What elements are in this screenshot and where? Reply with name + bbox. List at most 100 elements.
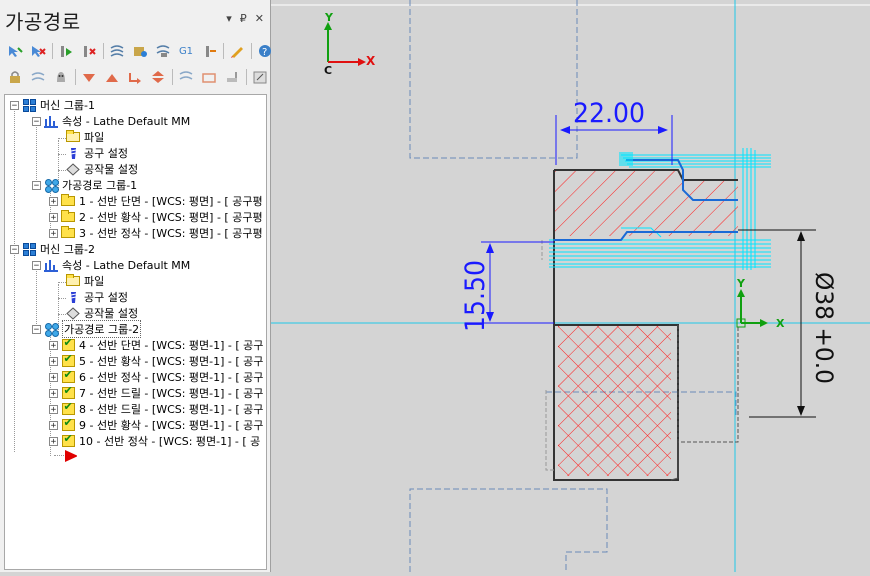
folder-icon — [66, 274, 80, 288]
post-selected-icon[interactable] — [198, 41, 220, 61]
toolpath-group-icon — [44, 178, 59, 193]
operation-7-label: 7 - 선반 드릴 - [WCS: 평면-1] - [ 공구 — [79, 387, 264, 400]
collapse-toggle[interactable]: − — [10, 100, 19, 111]
upper-profile — [554, 169, 738, 181]
svg-text:?: ? — [262, 47, 267, 58]
operation-7[interactable]: + 7 - 선반 드릴 - [WCS: 평면-1] - [ 공구 — [49, 384, 264, 401]
properties-1-label: 속성 - Lathe Default MM — [62, 115, 191, 128]
expand-toggle[interactable]: + — [49, 356, 58, 367]
operation-selected-icon — [61, 352, 75, 368]
cad-drawing: 22.00 15.50 Ø38 +0.0 X Y — [271, 0, 870, 572]
operation-2-label: 2 - 선반 황삭 - [WCS: 평면] - [ 공구평 — [79, 211, 263, 224]
toolpath-profile — [554, 159, 738, 241]
toolpath-group-2[interactable]: − 가공경로 그룹-2 — [32, 320, 142, 338]
stock-setup-1[interactable]: 공작물 설정 — [66, 161, 138, 177]
toggle-post-icon[interactable] — [50, 67, 72, 87]
insert-after-icon[interactable] — [124, 67, 146, 87]
expand-toggle[interactable]: + — [49, 404, 58, 415]
toolpath-manager-panel: 가공경로 ▾ ₽ ✕ G1 ? — [0, 0, 271, 572]
scroll-insert-icon[interactable] — [147, 67, 169, 87]
collapse-toggle[interactable]: − — [32, 180, 41, 191]
machine-group-2-label: 머신 그룹-2 — [40, 243, 95, 256]
operation-5[interactable]: + 5 - 선반 황삭 - [WCS: 평면-1] - [ 공구 — [49, 352, 263, 369]
expand-toggle[interactable]: + — [49, 388, 58, 399]
verify-icon[interactable] — [129, 41, 151, 61]
graphics-viewport[interactable]: 22.00 15.50 Ø38 +0.0 X Y — [271, 0, 870, 572]
select-all-icon[interactable] — [4, 41, 26, 61]
axis-x-label: X — [366, 54, 376, 68]
backplot-icon[interactable] — [106, 41, 128, 61]
properties-icon — [44, 259, 58, 272]
collapse-toggle[interactable]: − — [32, 116, 41, 127]
stock-icon — [66, 306, 80, 320]
regenerate-dirty-icon[interactable] — [78, 41, 100, 61]
edit-params-icon[interactable] — [226, 41, 248, 61]
operation-1-label: 1 - 선반 단면 - [WCS: 평면] - [ 공구평 — [79, 195, 263, 208]
properties-1[interactable]: − 속성 - Lathe Default MM — [32, 113, 190, 129]
collapse-toggle[interactable]: − — [10, 244, 19, 255]
machine-group-2[interactable]: − 머신 그룹-2 — [10, 241, 95, 257]
operation-9[interactable]: + 9 - 선반 황삭 - [WCS: 평면-1] - [ 공구 — [49, 416, 263, 433]
stock-icon — [66, 162, 80, 176]
toolpath-group-icon — [44, 322, 59, 337]
toolpath-group-2-label: 가공경로 그룹-2 — [62, 320, 142, 338]
manage-icon[interactable] — [249, 67, 271, 87]
stock-boundary — [541, 240, 554, 471]
properties-icon — [44, 115, 58, 128]
operation-6[interactable]: + 6 - 선반 정삭 - [WCS: 평면-1] - [ 공구 — [49, 368, 263, 385]
move-down-icon[interactable] — [78, 67, 100, 87]
deselect-all-icon[interactable] — [27, 41, 49, 61]
expand-toggle[interactable]: + — [49, 340, 58, 351]
files-2[interactable]: 파일 — [66, 273, 104, 289]
expand-toggle[interactable]: + — [49, 436, 58, 447]
toggle-display-icon[interactable] — [27, 67, 49, 87]
collapse-toggle[interactable]: − — [32, 324, 41, 335]
panel-menu-dropdown[interactable]: ▾ — [226, 12, 232, 25]
display-selected-icon[interactable] — [175, 67, 197, 87]
display-stock-icon[interactable] — [198, 67, 220, 87]
operation-selected-icon — [61, 336, 75, 352]
expand-toggle[interactable]: + — [49, 212, 58, 223]
operation-3[interactable]: + 3 - 선반 정삭 - [WCS: 평면] - [ 공구평 — [49, 225, 263, 241]
g1-post-button[interactable]: G1 — [175, 41, 197, 61]
operation-selected-icon — [61, 432, 75, 448]
dimension-width-text: 22.00 — [573, 98, 645, 129]
help-icon[interactable]: ? — [254, 41, 276, 61]
stock-setup-2[interactable]: 공작물 설정 — [66, 305, 138, 321]
pin-icon[interactable]: ₽ — [239, 12, 247, 25]
expand-toggle[interactable]: + — [49, 196, 58, 207]
properties-2[interactable]: − 속성 - Lathe Default MM — [32, 257, 190, 273]
operation-2[interactable]: + 2 - 선반 황삭 - [WCS: 평면] - [ 공구평 — [49, 209, 263, 225]
lower-section-hatch-b — [558, 325, 671, 476]
simulate-icon[interactable] — [152, 41, 174, 61]
files-2-label: 파일 — [84, 275, 105, 288]
operation-4[interactable]: + 4 - 선반 단면 - [WCS: 평면-1] - [ 공구 — [49, 336, 263, 353]
operation-8[interactable]: + 8 - 선반 드릴 - [WCS: 평면-1] - [ 공구 — [49, 400, 263, 417]
operation-10[interactable]: + 10 - 선반 정삭 - [WCS: 평면-1] - [ 공 — [49, 432, 260, 449]
local-origin-axes — [736, 289, 768, 328]
tool-settings-1[interactable]: 공구 설정 — [66, 145, 128, 161]
dimension-diameter — [738, 229, 816, 418]
files-1[interactable]: 파일 — [66, 129, 104, 145]
collapse-toggle[interactable]: − — [32, 260, 41, 271]
tool-settings-1-label: 공구 설정 — [84, 147, 128, 160]
operation-selected-icon — [61, 384, 75, 400]
expand-toggle[interactable]: + — [49, 372, 58, 383]
operation-1[interactable]: + 1 - 선반 단면 - [WCS: 평면] - [ 공구평 — [49, 193, 263, 209]
move-up-icon[interactable] — [101, 67, 123, 87]
machine-group-icon — [22, 98, 36, 112]
expand-toggle[interactable]: + — [49, 420, 58, 431]
regenerate-selected-icon[interactable] — [55, 41, 77, 61]
tool-position-marker — [619, 152, 633, 166]
close-icon[interactable]: ✕ — [254, 12, 264, 25]
tool-icon — [66, 147, 80, 160]
expand-toggle[interactable]: + — [49, 228, 58, 239]
tool-settings-2[interactable]: 공구 설정 — [66, 289, 128, 305]
operation-selected-icon — [61, 400, 75, 416]
machine-group-1[interactable]: − 머신 그룹-1 — [10, 97, 95, 113]
display-tool-icon[interactable] — [221, 67, 243, 87]
toolpath-group-1[interactable]: − 가공경로 그룹-1 — [32, 177, 137, 193]
lock-icon[interactable] — [4, 67, 26, 87]
insert-arrow[interactable] — [63, 448, 81, 464]
upper-section-hatch — [554, 170, 738, 236]
